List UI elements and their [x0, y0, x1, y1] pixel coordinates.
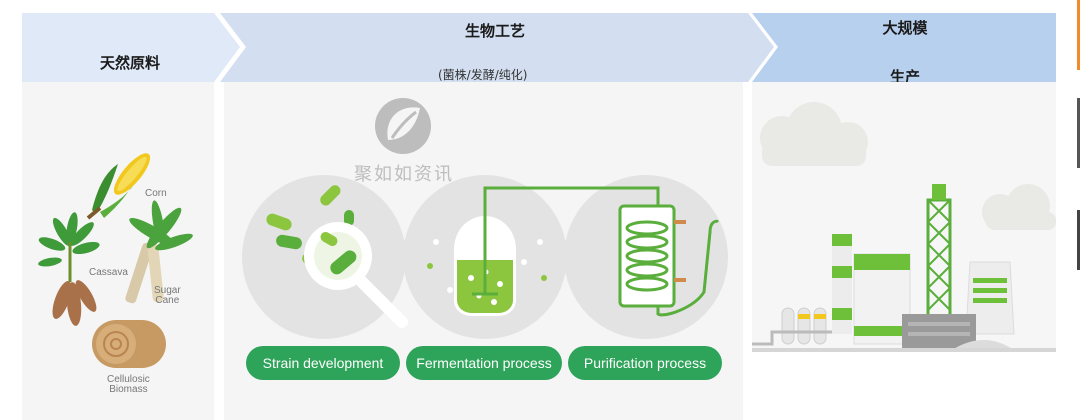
header-production-line2: 生产	[889, 68, 920, 86]
bioprocess-illustration	[242, 98, 728, 339]
watermark-logo	[375, 98, 431, 154]
header-production-block	[752, 13, 1056, 82]
fermentation-process-button[interactable]: Fermentation process	[406, 346, 562, 380]
fermenter-icon	[427, 186, 660, 316]
corn-label: Corn	[145, 188, 167, 199]
header-production-line1: 大规模	[882, 19, 928, 37]
purification-process-button[interactable]: Purification process	[568, 346, 722, 380]
edge-accent-bar	[1077, 0, 1080, 70]
corn-icon	[86, 153, 151, 220]
header-raw-materials-label: 天然原料	[99, 54, 160, 72]
watermark-text: 聚如如资讯	[354, 164, 454, 185]
header-bioprocess-subtitle: (菌株/发酵/纯化)	[438, 68, 528, 82]
biomass-icon	[92, 320, 166, 368]
edge-dark-bar-2	[1077, 210, 1080, 270]
raw-materials-illustration	[38, 153, 193, 368]
header-bioprocess-title: 生物工艺	[464, 22, 525, 40]
biomass-label: Cellulosic Biomass	[107, 374, 150, 395]
sugarcane-label: Sugar Cane	[154, 285, 181, 306]
header-chevrons	[22, 13, 1056, 82]
factory-icon	[752, 184, 1056, 352]
cloud-icon	[760, 102, 1056, 230]
header-bioprocess-chevron	[220, 13, 774, 82]
magnifier-microbe-icon	[266, 185, 408, 328]
factory-illustration	[752, 82, 1056, 352]
coil-condenser-icon	[618, 204, 720, 317]
cassava-icon	[38, 212, 100, 326]
cassava-label: Cassava	[89, 267, 128, 278]
header-raw-materials-chevron	[22, 13, 240, 82]
strain-development-button[interactable]: Strain development	[246, 346, 400, 380]
sugarcane-icon	[125, 200, 193, 304]
edge-dark-bar	[1077, 98, 1080, 168]
